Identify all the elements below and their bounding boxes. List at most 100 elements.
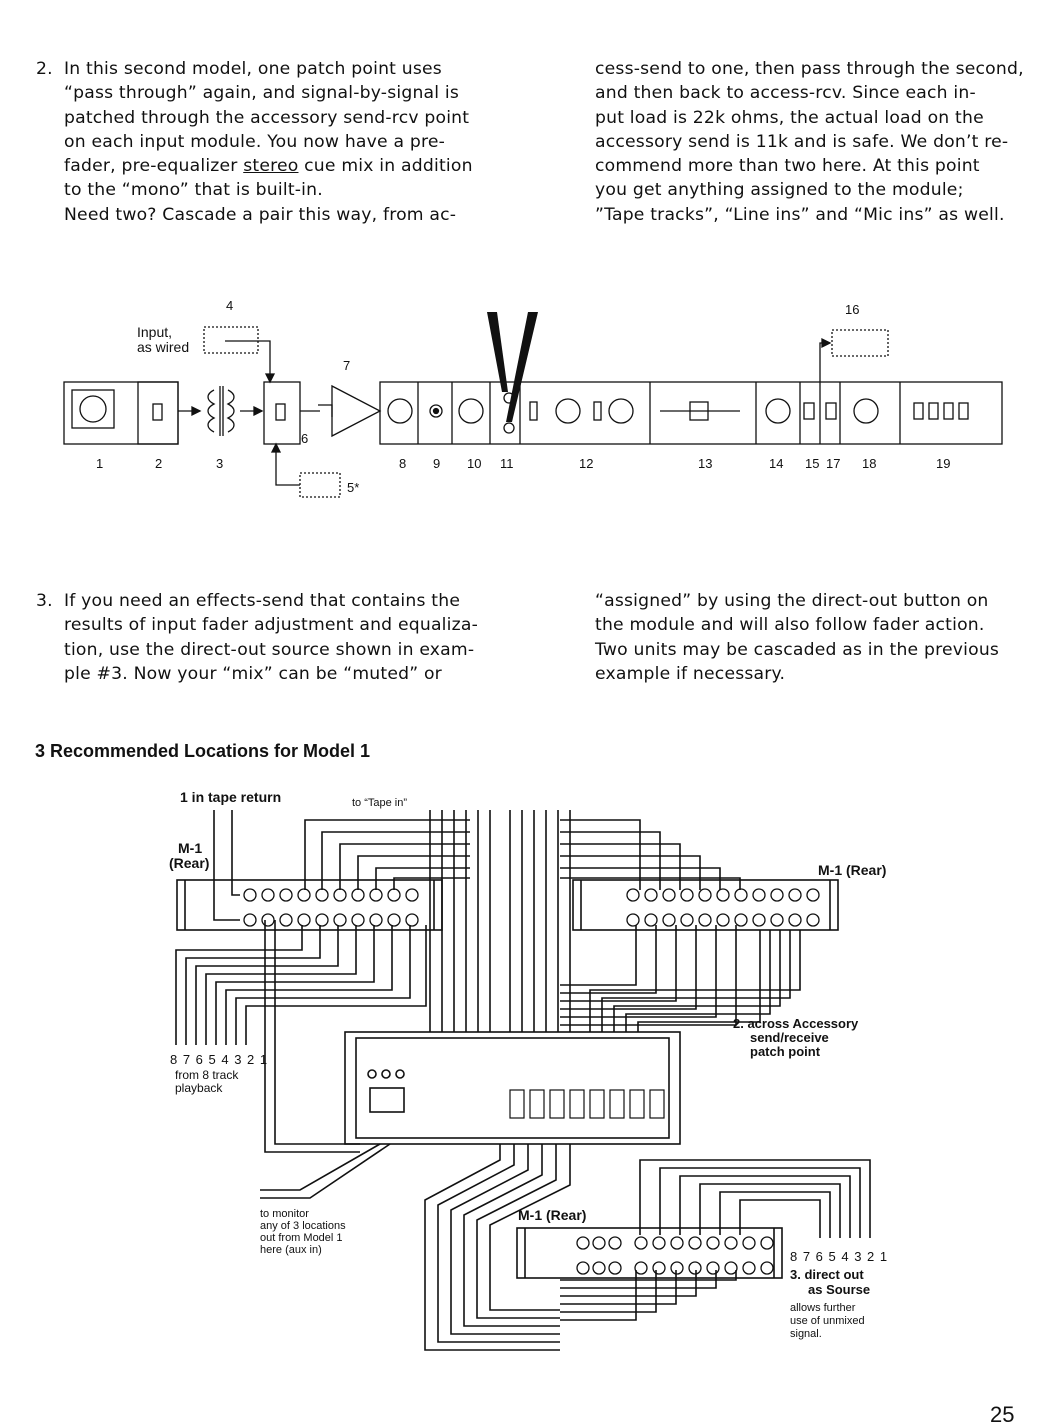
m1-rear-right-label: M-1 (Rear): [818, 862, 886, 878]
callout-18: 18: [862, 456, 876, 471]
transformer-icon: [207, 386, 235, 436]
m1-unit-bottom: [516, 1227, 783, 1279]
connector-row: [626, 888, 820, 927]
connector-icon: [381, 1069, 391, 1079]
direct-out-note: allows further: [790, 1302, 856, 1314]
text-line: put load is 22k ohms, the actual load on…: [595, 107, 984, 128]
callout-13: 13: [698, 456, 712, 471]
switch-icon: [275, 403, 286, 421]
section2-right-column: cess-send to one, then pass through the …: [595, 57, 1029, 227]
callout-6: 6: [301, 431, 308, 446]
across-accessory-label: 2. across Accessory: [733, 1016, 859, 1031]
knob-icon: [458, 398, 484, 424]
button-icon: [928, 402, 939, 420]
switch-icon: [529, 401, 538, 421]
jack-16-box: [831, 329, 889, 357]
text-line: and then back to access-rcv. Since each …: [595, 83, 976, 104]
section3-left-column: 3. If you need an effects-send that cont…: [36, 589, 496, 686]
callout-15: 15: [805, 456, 819, 471]
m1-rear-label: (Rear): [169, 855, 209, 871]
across-accessory-label: send/receive: [750, 1030, 829, 1045]
text-line: the module and will also follow fader ac…: [595, 615, 985, 636]
input-label: Input,: [137, 324, 172, 340]
monitor-label: any of 3 locations: [260, 1220, 346, 1232]
button-icon: [913, 402, 924, 420]
input-label: as wired: [137, 339, 189, 355]
knob-icon: [555, 398, 581, 424]
section-heading: 3 Recommended Locations for Model 1: [35, 741, 371, 761]
switch-icon: [152, 403, 163, 421]
text-line: ”Tape tracks”, “Line ins” and “Mic ins” …: [595, 204, 1005, 225]
callout-10: 10: [467, 456, 481, 471]
callout-11: 11: [500, 456, 514, 471]
callout-17: 17: [826, 456, 840, 471]
callout-1: 1: [96, 456, 103, 471]
button-icon: [943, 402, 954, 420]
knob-icon: [853, 398, 879, 424]
section2-left-column: 2. In this second model, one patch point…: [36, 57, 496, 227]
callout-2: 2: [155, 456, 162, 471]
text-line: to the “mono” that is built-in.: [64, 180, 323, 201]
mixer-rear-panel: [344, 1031, 681, 1145]
from-8-track-label: playback: [175, 1081, 223, 1095]
callout-12: 12: [579, 456, 593, 471]
text-line: patched through the accessory send-rcv p…: [64, 107, 470, 128]
switch-box: [137, 381, 179, 445]
section2-number: 2.: [36, 59, 53, 79]
button-icon: [958, 402, 969, 420]
text-line: ple #3. Now your “mix” can be “muted” or: [64, 663, 442, 684]
reel-icon: [79, 395, 107, 423]
button-icon: [825, 402, 837, 420]
receive-jack-icon: [503, 422, 515, 434]
wiring-diagram: 1 in tape return to “Tape in” M-1 (Rear)…: [169, 789, 888, 1351]
text-fragment: cue mix in addition: [304, 156, 473, 177]
direct-out-label: as Sourse: [808, 1282, 870, 1297]
tape-return-label: 1 in tape return: [180, 789, 281, 805]
direct-out-note: use of unmixed: [790, 1315, 865, 1327]
callout-14: 14: [769, 456, 783, 471]
text-line: “assigned” by using the direct-out butto…: [595, 591, 989, 611]
text-line: If you need an effects-send that contain…: [64, 591, 461, 611]
text-line: results of input fader adjustment and eq…: [64, 615, 478, 636]
amplifier-icon: [331, 384, 382, 438]
callout-8: 8: [399, 456, 406, 471]
monitor-label: here (aux in): [260, 1244, 322, 1256]
jack-5-box: [299, 472, 341, 498]
signal-flow-diagram: Input, as wired 4 16 7 6 5* 1 2 3 8 9 10…: [63, 298, 1003, 498]
tape-reel-icon: [71, 389, 115, 429]
callout-5: 5*: [347, 480, 359, 495]
monitor-label: out from Model 1: [260, 1232, 343, 1244]
channel-digits: 8 7 6 5 4 3 2 1: [170, 1052, 268, 1067]
section3-number: 3.: [36, 591, 53, 611]
callout-19: 19: [936, 456, 950, 471]
channel-digits: 8 7 6 5 4 3 2 1: [790, 1249, 888, 1264]
m1-rear-bottom-label: M-1 (Rear): [518, 1207, 586, 1223]
callout-3: 3: [216, 456, 223, 471]
mixer-panel-label: [369, 1087, 405, 1113]
text-line: fader, pre-equalizer stereo cue mix in a…: [64, 154, 496, 178]
input-module-strip: [379, 381, 1003, 445]
mixer-jack-grid: [509, 1089, 665, 1119]
text-line: Two units may be cascaded as in the prev…: [595, 639, 1000, 660]
connector-row: [576, 1236, 774, 1275]
switch-icon: [593, 401, 602, 421]
patch-cable-icon: [487, 312, 538, 422]
callout-7: 7: [343, 358, 350, 373]
text-line: “pass through” again, and signal-by-sign…: [64, 83, 460, 104]
m1-label: M-1: [178, 840, 202, 856]
text-line: Need two? Cascade a pair this way, from …: [64, 204, 457, 225]
underlined-word: stereo: [243, 156, 299, 177]
text-line: accessory send is 11k and is safe. We do…: [595, 131, 1009, 152]
callout-9: 9: [433, 456, 440, 471]
to-tape-in-label: to “Tape in”: [352, 797, 407, 809]
text-line: cess-send to one, then pass through the …: [595, 59, 1024, 79]
monitor-label: to monitor: [260, 1208, 309, 1220]
page-number: 25: [990, 1402, 1015, 1427]
from-8-track-label: from 8 track: [175, 1068, 239, 1082]
connector-icon: [367, 1069, 377, 1079]
pan-knob-icon: [429, 404, 443, 418]
direct-out-label: 3. direct out: [790, 1267, 864, 1282]
button-icon: [803, 402, 815, 420]
section3-right-column: “assigned” by using the direct-out butto…: [595, 589, 1029, 686]
callout-4: 4: [226, 298, 233, 313]
